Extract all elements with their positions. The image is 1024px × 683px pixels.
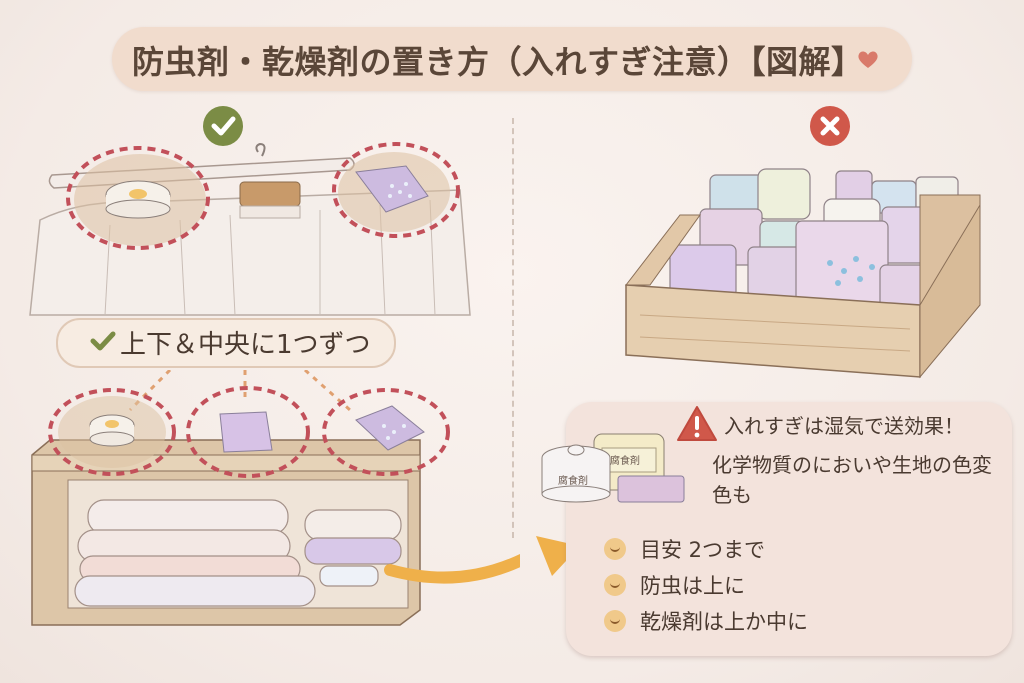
smile-icon <box>604 610 626 632</box>
section-divider <box>512 118 514 538</box>
dashed-highlight <box>322 388 450 476</box>
check-icon <box>211 116 236 136</box>
insecticide-packet <box>219 411 273 453</box>
heart-icon <box>858 51 878 68</box>
closet-illustration <box>29 142 471 316</box>
smile-icon <box>604 574 626 596</box>
tip-item: 目安 2つまで <box>604 534 765 564</box>
placement-label: 上下＆中央に1つずつ <box>120 330 371 360</box>
dashed-highlight <box>332 142 460 238</box>
container <box>757 168 811 220</box>
hanger <box>255 142 266 157</box>
container-label: 腐食剤 <box>610 454 640 467</box>
ng-badge <box>810 106 850 146</box>
desiccant-case <box>319 565 379 587</box>
check-icon <box>90 331 116 351</box>
dashed-highlight <box>48 388 176 476</box>
tip-item: 乾燥剤は上か中に <box>604 606 808 636</box>
dashed-highlight <box>186 386 310 478</box>
desiccant-packet <box>355 165 429 213</box>
placement-label-pill <box>56 318 396 368</box>
tip-text: 目安 2つまで <box>640 538 766 562</box>
shelf-illustration <box>31 370 520 626</box>
containers-illustration: 腐食剤 腐食剤 <box>541 433 685 503</box>
folded-futon <box>304 537 402 565</box>
warning-triangle-icon <box>677 406 717 441</box>
overfilled-box-illustration <box>624 168 981 379</box>
desiccant-packet <box>355 405 425 451</box>
warning-body: 化学物質のにおいや生地の色変色も <box>712 453 992 507</box>
folded-futon <box>304 509 402 541</box>
tip-text: 防虫は上に <box>640 574 745 598</box>
folded-futon <box>74 575 316 607</box>
page-title: 防虫剤・乾燥剤の置き方（入れすぎ注意）【図解】 <box>132 43 864 81</box>
container-label: 腐食剤 <box>558 474 588 487</box>
smile-icon <box>604 538 626 560</box>
dashed-highlight <box>66 146 210 250</box>
warning-headline: 入れすぎは湿気で送効果！ <box>724 414 964 438</box>
desiccant-bag <box>795 220 889 304</box>
title-banner <box>112 27 912 91</box>
ok-badge <box>203 106 243 146</box>
arrow-icon <box>384 553 520 584</box>
tip-item: 防虫は上に <box>604 570 745 600</box>
cross-icon <box>820 116 840 136</box>
folded-futon <box>87 499 289 535</box>
tip-text: 乾燥剤は上か中に <box>640 610 808 634</box>
